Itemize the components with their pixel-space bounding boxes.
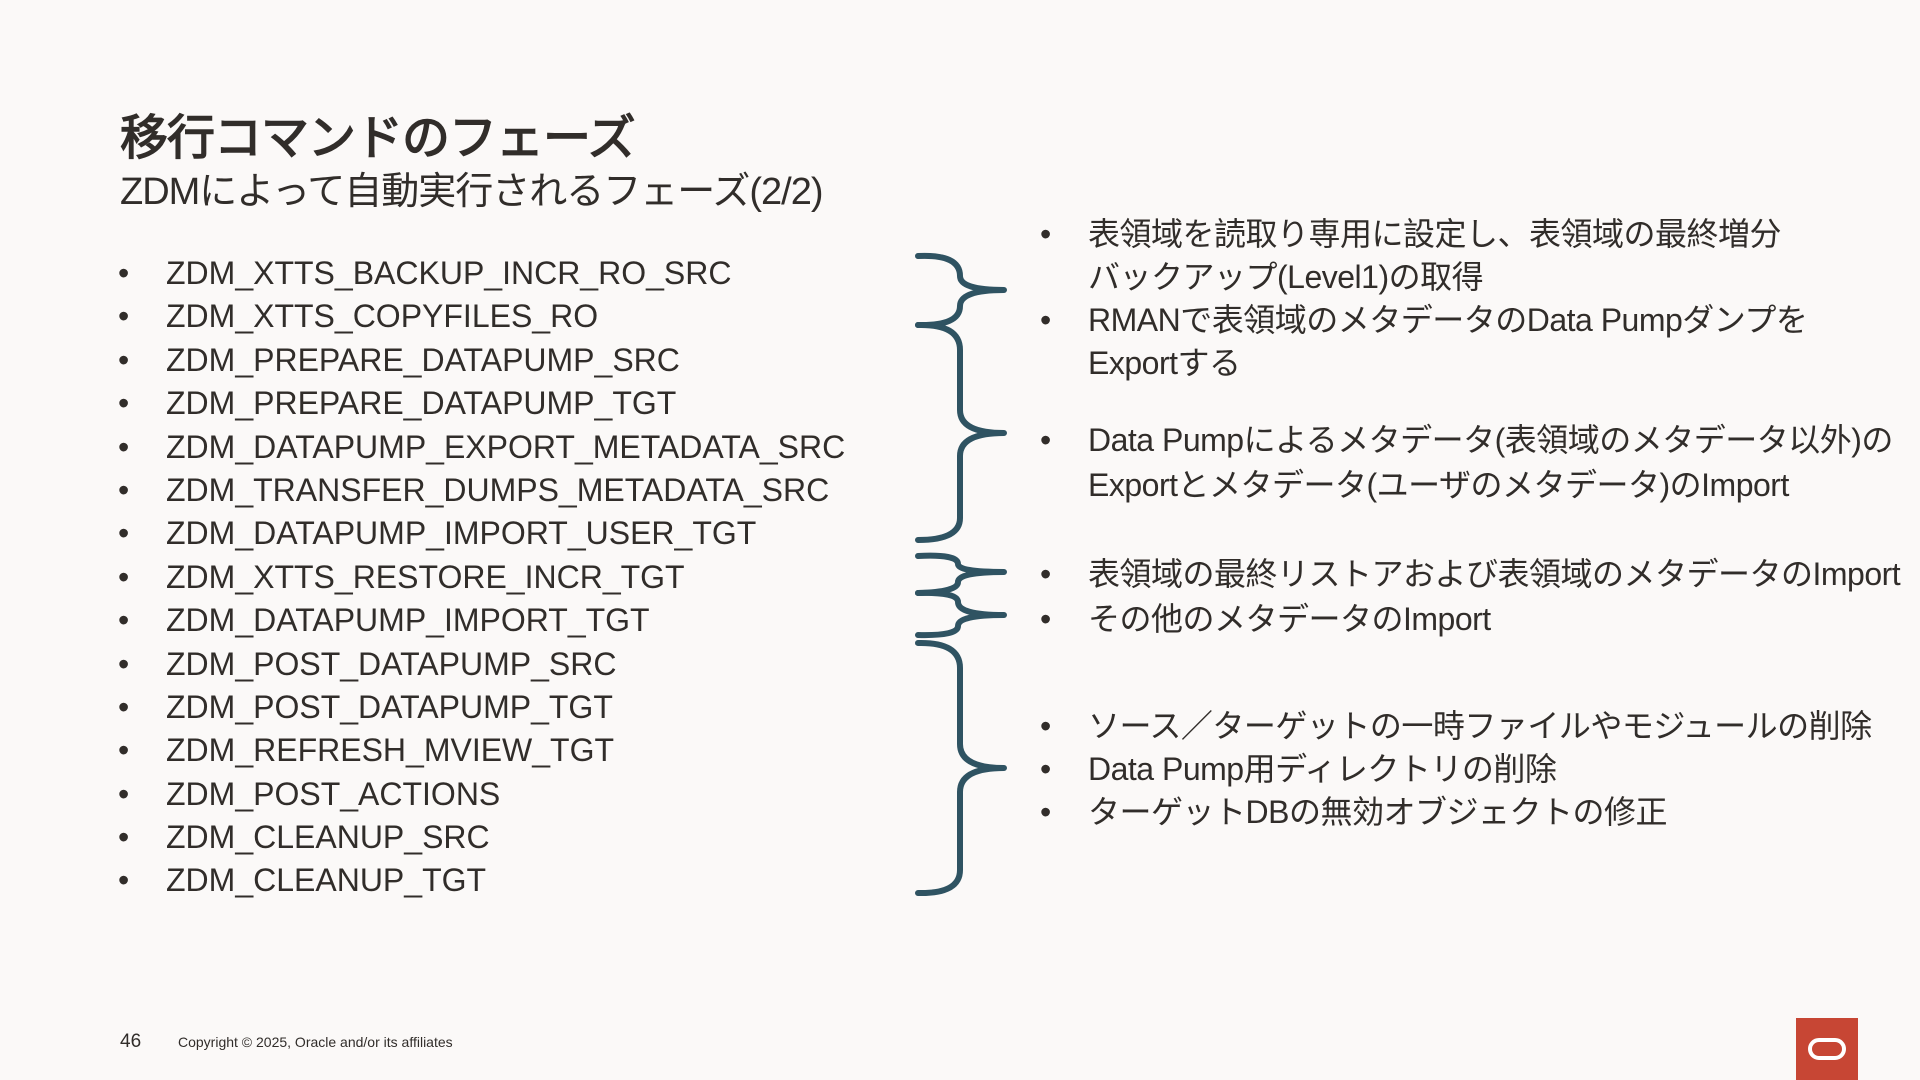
phase-item: ZDM_REFRESH_MVIEW_TGT xyxy=(118,729,845,773)
phase-item: ZDM_TRANSFER_DUMPS_METADATA_SRC xyxy=(118,469,845,513)
slide-title: 移行コマンドのフェーズ xyxy=(120,112,636,165)
description-line: Data Pump用ディレクトリの削除 xyxy=(1088,751,1557,787)
description-item: Data Pump用ディレクトリの削除 xyxy=(1040,748,1872,791)
description-item: 表領域の最終リストアおよび表領域のメタデータのImport xyxy=(1040,553,1901,596)
phase-item: ZDM_POST_DATAPUMP_TGT xyxy=(118,686,845,730)
description-item: ソース／ターゲットの一時ファイルやモジュールの削除 xyxy=(1040,705,1872,748)
phase-item: ZDM_XTTS_COPYFILES_RO xyxy=(118,295,845,339)
oracle-logo-icon xyxy=(1796,1018,1858,1080)
description-line: RMANで表領域のメタデータのData Pumpダンプを xyxy=(1088,302,1808,338)
brace-2 xyxy=(915,321,1007,543)
description-line: 表領域を読取り専用に設定し、表領域の最終増分 xyxy=(1088,216,1782,252)
phase-item: ZDM_POST_DATAPUMP_SRC xyxy=(118,643,845,687)
phase-item: ZDM_DATAPUMP_EXPORT_METADATA_SRC xyxy=(118,426,845,470)
description-line: バックアップ(Level1)の取得 xyxy=(1088,259,1484,295)
brace-3 xyxy=(915,552,1007,596)
description-group-3: 表領域の最終リストアおよび表領域のメタデータのImport xyxy=(1040,553,1901,596)
description-group-5: ソース／ターゲットの一時ファイルやモジュールの削除 Data Pump用ディレク… xyxy=(1040,705,1872,834)
description-item: その他のメタデータのImport xyxy=(1040,598,1491,641)
phase-item: ZDM_PREPARE_DATAPUMP_TGT xyxy=(118,382,845,426)
description-line: ターゲットDBの無効オブジェクトの修正 xyxy=(1088,794,1667,830)
phase-item: ZDM_CLEANUP_TGT xyxy=(118,859,845,903)
description-group-1: 表領域を読取り専用に設定し、表領域の最終増分 バックアップ(Level1)の取得… xyxy=(1040,213,1808,385)
phase-item: ZDM_XTTS_RESTORE_INCR_TGT xyxy=(118,556,845,600)
grouping-braces xyxy=(915,252,1007,897)
brace-4 xyxy=(915,589,1007,639)
brace-1 xyxy=(915,252,1007,329)
phase-item: ZDM_PREPARE_DATAPUMP_SRC xyxy=(118,339,845,383)
description-line: Exportとメタデータ(ユーザのメタデータ)のImport xyxy=(1088,467,1789,503)
description-item: ターゲットDBの無効オブジェクトの修正 xyxy=(1040,791,1872,834)
description-item: RMANで表領域のメタデータのData Pumpダンプを Exportする xyxy=(1040,299,1808,385)
phase-item: ZDM_DATAPUMP_IMPORT_TGT xyxy=(118,599,845,643)
description-group-4: その他のメタデータのImport xyxy=(1040,598,1491,641)
description-line: 表領域の最終リストアおよび表領域のメタデータのImport xyxy=(1088,556,1901,592)
phase-item: ZDM_XTTS_BACKUP_INCR_RO_SRC xyxy=(118,252,845,296)
description-line: その他のメタデータのImport xyxy=(1088,601,1491,637)
brace-5 xyxy=(915,639,1007,897)
copyright-notice: Copyright © 2025, Oracle and/or its affi… xyxy=(178,1034,453,1050)
phase-item: ZDM_DATAPUMP_IMPORT_USER_TGT xyxy=(118,512,845,556)
description-item: 表領域を読取り専用に設定し、表領域の最終増分 バックアップ(Level1)の取得 xyxy=(1040,213,1807,299)
description-line: Data Pumpによるメタデータ(表領域のメタデータ以外)の xyxy=(1088,422,1893,458)
description-line: Exportする xyxy=(1088,345,1241,381)
phase-item: ZDM_CLEANUP_SRC xyxy=(118,816,845,860)
phase-list: ZDM_XTTS_BACKUP_INCR_RO_SRC ZDM_XTTS_COP… xyxy=(118,252,845,903)
slide-subtitle: ZDMによって自動実行されるフェーズ(2/2) xyxy=(120,171,824,213)
page-number: 46 xyxy=(120,1031,142,1052)
phase-item: ZDM_POST_ACTIONS xyxy=(118,773,845,817)
description-line: ソース／ターゲットの一時ファイルやモジュールの削除 xyxy=(1088,708,1872,744)
description-item: Data Pumpによるメタデータ(表領域のメタデータ以外)の Exportとメ… xyxy=(1040,418,1893,508)
description-group-2: Data Pumpによるメタデータ(表領域のメタデータ以外)の Exportとメ… xyxy=(1040,418,1893,508)
